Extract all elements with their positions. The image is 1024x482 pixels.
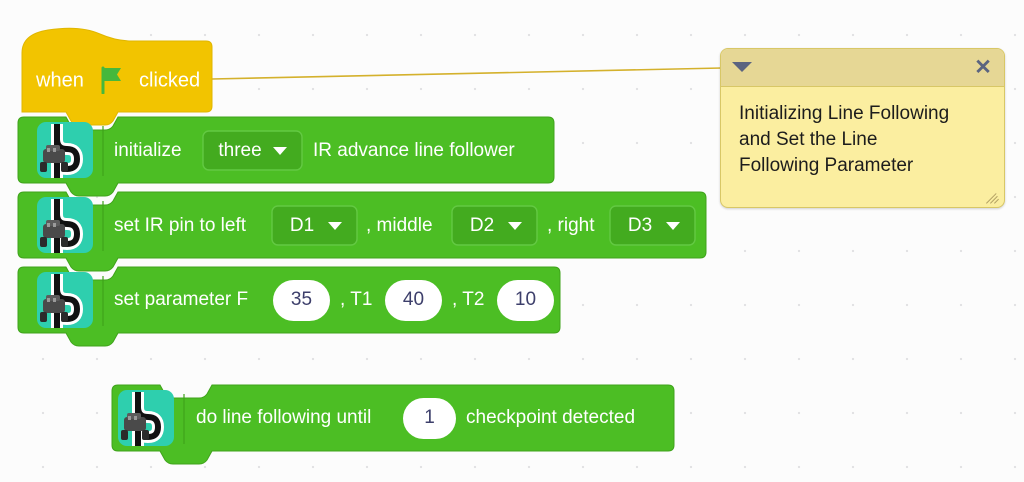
- line-follower-robot-icon: [118, 390, 174, 446]
- parameter-t1-value: 40: [403, 289, 424, 310]
- do-line-following-until-checkpoint-block[interactable]: do line following until 1 checkpoint det…: [111, 384, 675, 465]
- checkpoint-count-value: 1: [424, 407, 435, 428]
- initialize-ir-line-follower-block[interactable]: initialize three IR advance line followe…: [17, 116, 555, 197]
- chevron-down-icon: [666, 222, 680, 230]
- close-x-icon[interactable]: ✕: [974, 56, 992, 79]
- label-right: , right: [547, 215, 595, 236]
- label-set-ir-pin-left: set IR pin to left: [114, 215, 247, 236]
- left-pin-dropdown-value: D1: [290, 215, 314, 236]
- sensor-count-dropdown[interactable]: three: [202, 130, 303, 171]
- comment-header-bar[interactable]: ✕: [721, 49, 1004, 87]
- parameter-t1-input[interactable]: 40: [385, 280, 442, 321]
- parameter-t2-value: 10: [515, 289, 536, 310]
- set-parameter-block[interactable]: set parameter F 35 , T1 40 , T2 10: [17, 266, 561, 347]
- sensor-count-dropdown-value: three: [218, 140, 261, 161]
- triangle-down-icon[interactable]: [732, 62, 752, 72]
- label-set-parameter-f: set parameter F: [114, 289, 248, 310]
- right-pin-dropdown-value: D3: [628, 215, 652, 236]
- label-initialize: initialize: [114, 140, 182, 161]
- chevron-down-icon: [273, 147, 287, 155]
- set-ir-pin-block[interactable]: set IR pin to left D1 , middle D2 , righ…: [17, 191, 707, 272]
- chevron-down-icon: [508, 222, 522, 230]
- right-pin-dropdown[interactable]: D3: [609, 205, 696, 246]
- left-pin-dropdown[interactable]: D1: [271, 205, 358, 246]
- hat-text-clicked: clicked: [139, 69, 200, 91]
- comment-connector-line: [211, 67, 723, 80]
- label-ir-advance: IR advance line follower: [313, 140, 515, 161]
- label-middle: , middle: [366, 215, 433, 236]
- label-t2: , T2: [452, 289, 484, 310]
- when-flag-clicked-block[interactable]: when clicked: [21, 27, 213, 126]
- line-follower-robot-icon: [37, 122, 93, 178]
- workspace-comment[interactable]: ✕ Initializing Line Following and Set th…: [720, 48, 1005, 208]
- hat-text-when: when: [35, 69, 84, 91]
- checkpoint-count-input[interactable]: 1: [403, 398, 456, 439]
- line-follower-robot-icon: [37, 197, 93, 253]
- middle-pin-dropdown[interactable]: D2: [451, 205, 538, 246]
- parameter-f-value: 35: [291, 289, 312, 310]
- parameter-f-input[interactable]: 35: [273, 280, 330, 321]
- resize-handle-icon[interactable]: [985, 188, 1001, 204]
- middle-pin-dropdown-value: D2: [470, 215, 494, 236]
- label-do-line-following: do line following until: [196, 407, 371, 428]
- label-t1: , T1: [340, 289, 372, 310]
- parameter-t2-input[interactable]: 10: [497, 280, 554, 321]
- label-checkpoint-detected: checkpoint detected: [466, 407, 635, 428]
- line-follower-robot-icon: [37, 272, 93, 328]
- comment-text[interactable]: Initializing Line Following and Set the …: [739, 103, 950, 176]
- chevron-down-icon: [328, 222, 342, 230]
